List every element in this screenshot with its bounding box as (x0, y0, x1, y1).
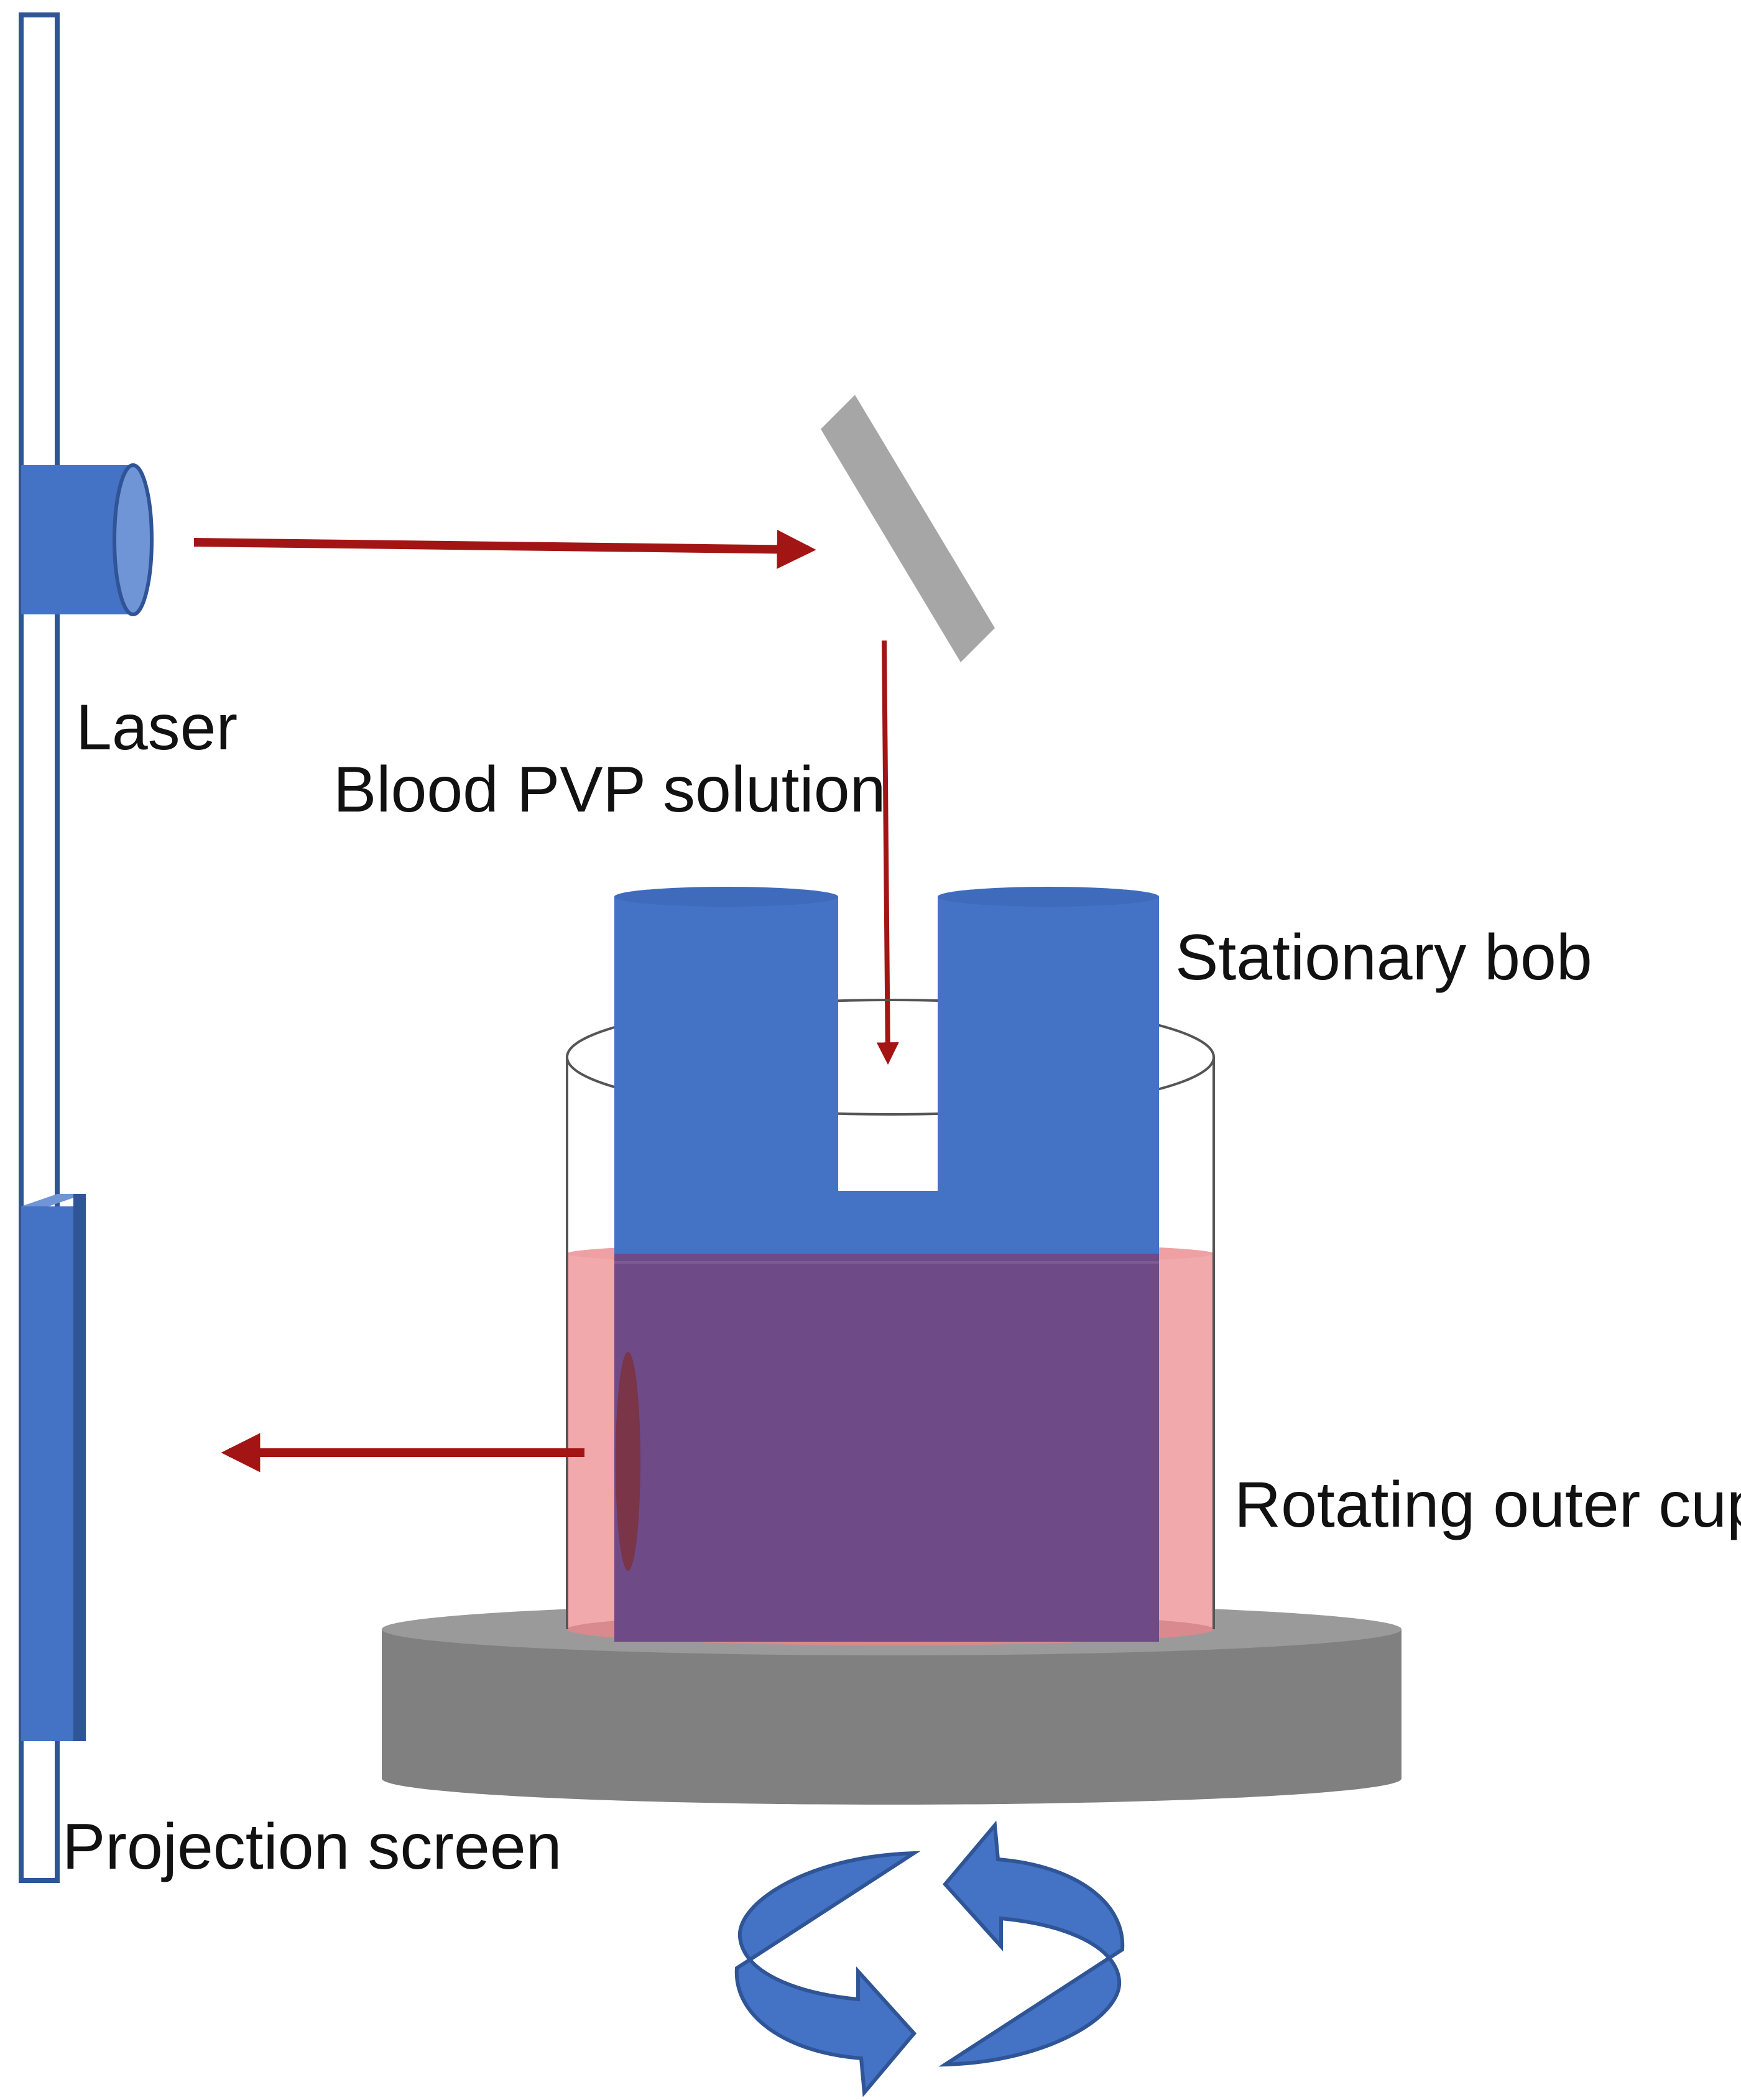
rotating-outer-cup-label: Rotating outer cup (1234, 1469, 1741, 1541)
projection-screen (21, 1194, 86, 1741)
mirror (821, 395, 995, 662)
laser-beam-down (876, 640, 899, 1065)
blood-pvp-solution-label: Blood PVP solution (333, 754, 885, 826)
scatter-spot (616, 1352, 640, 1571)
rotation-arrows-icon (734, 1820, 1125, 2098)
projection-screen-label: Projection screen (62, 1811, 562, 1883)
laser-beam-to-mirror (193, 529, 816, 569)
laser-device (21, 463, 154, 616)
laser-label: Laser (76, 692, 238, 764)
stationary-bob-label: Stationary bob (1175, 922, 1592, 994)
stationary-bob (614, 887, 1159, 1642)
